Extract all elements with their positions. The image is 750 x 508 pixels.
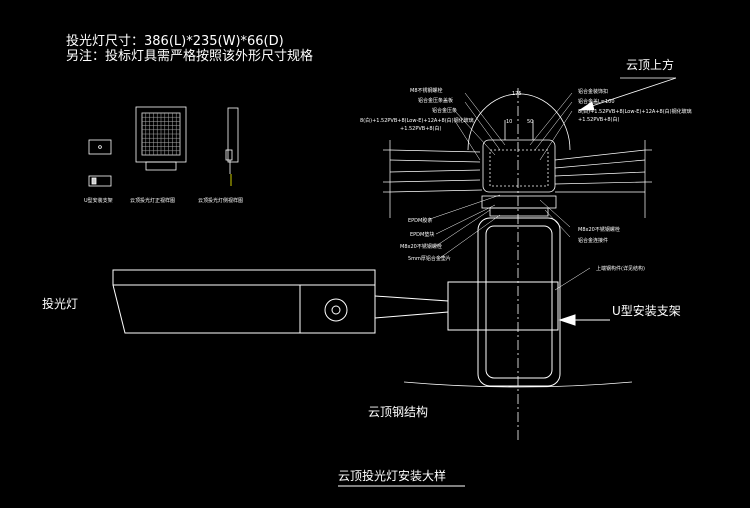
flood-light-body [112, 269, 449, 334]
label-cloud-top-above: 云顶上方 [626, 57, 674, 72]
annotation-right-0: 铝合金装饰扣 [578, 88, 608, 95]
thumb-u-bracket-label: U型安装支架 [84, 197, 113, 204]
annotation-left-7: M8x20不锈钢螺栓 [400, 243, 442, 250]
annotation-right-1: 铝合金盖L=100 [578, 98, 615, 105]
label-flood-light: 投光灯 [42, 296, 78, 311]
annotation-left-5: EPDM胶条 [408, 217, 432, 224]
label-steel-structure: 云顶钢结构 [368, 404, 428, 419]
annotation-left-2: 铝合金压条 [432, 107, 457, 114]
cloud-top-arrow [578, 77, 677, 111]
annotation-right-6: 上端钢构件(详见结构) [596, 265, 645, 272]
dimension-top: 175 [512, 91, 522, 97]
leader-lines-right [529, 92, 591, 291]
annotation-left-8: 5mm厚铝合金垫片 [408, 255, 451, 262]
thumb-side-view [225, 107, 239, 186]
annotation-left-1: 铝合金压条盖板 [418, 97, 453, 104]
annotation-right-2: 8(白)+1.52PVB+8(Low-E)+12A+8(白)钢化玻璃 [578, 108, 692, 115]
annotation-right-5: 铝合金连接件 [578, 237, 608, 244]
u-bracket-arrow [558, 314, 610, 326]
annotation-left-6: EPDM垫块 [410, 231, 434, 238]
dimension-mid-a: 10 [506, 119, 512, 125]
central-joint-node [481, 120, 557, 217]
dimension-mid-b: 50 [527, 119, 533, 125]
steel-structure-line [403, 381, 633, 388]
spec-note-text: 另注：投标灯具需严格按照该外形尺寸规格 [66, 48, 313, 64]
annotation-left-0: M8不锈钢螺栓 [410, 87, 443, 94]
annotation-right-4: M8x20不锈钢螺栓 [578, 226, 620, 233]
thumb-front-label: 云顶投光灯正视样图 [130, 197, 175, 204]
thumb-u-bracket [88, 139, 112, 187]
label-u-bracket: U型安装支架 [612, 303, 681, 318]
annotation-left-4: +1.52PVB+8(白) [400, 125, 442, 132]
u-bracket-main [447, 217, 561, 387]
roof-dome-arc [467, 88, 571, 440]
spec-dimensions-text: 投光灯尺寸：386(L)*235(W)*66(D) [66, 33, 284, 49]
thumb-front-view [135, 106, 187, 171]
glass-panel-right [554, 140, 652, 218]
leader-lines-left [429, 92, 506, 259]
thumb-side-label: 云顶投光灯侧视样图 [198, 197, 243, 204]
annotation-right-3: +1.52PVB+8(白) [578, 116, 620, 123]
annotation-left-3: 8(白)+1.52PVB+8(Low-E)+12A+8(白)钢化玻璃 [360, 117, 474, 124]
drawing-title: 云顶投光灯安装大样 [338, 468, 446, 483]
glass-panel-left [383, 140, 483, 218]
